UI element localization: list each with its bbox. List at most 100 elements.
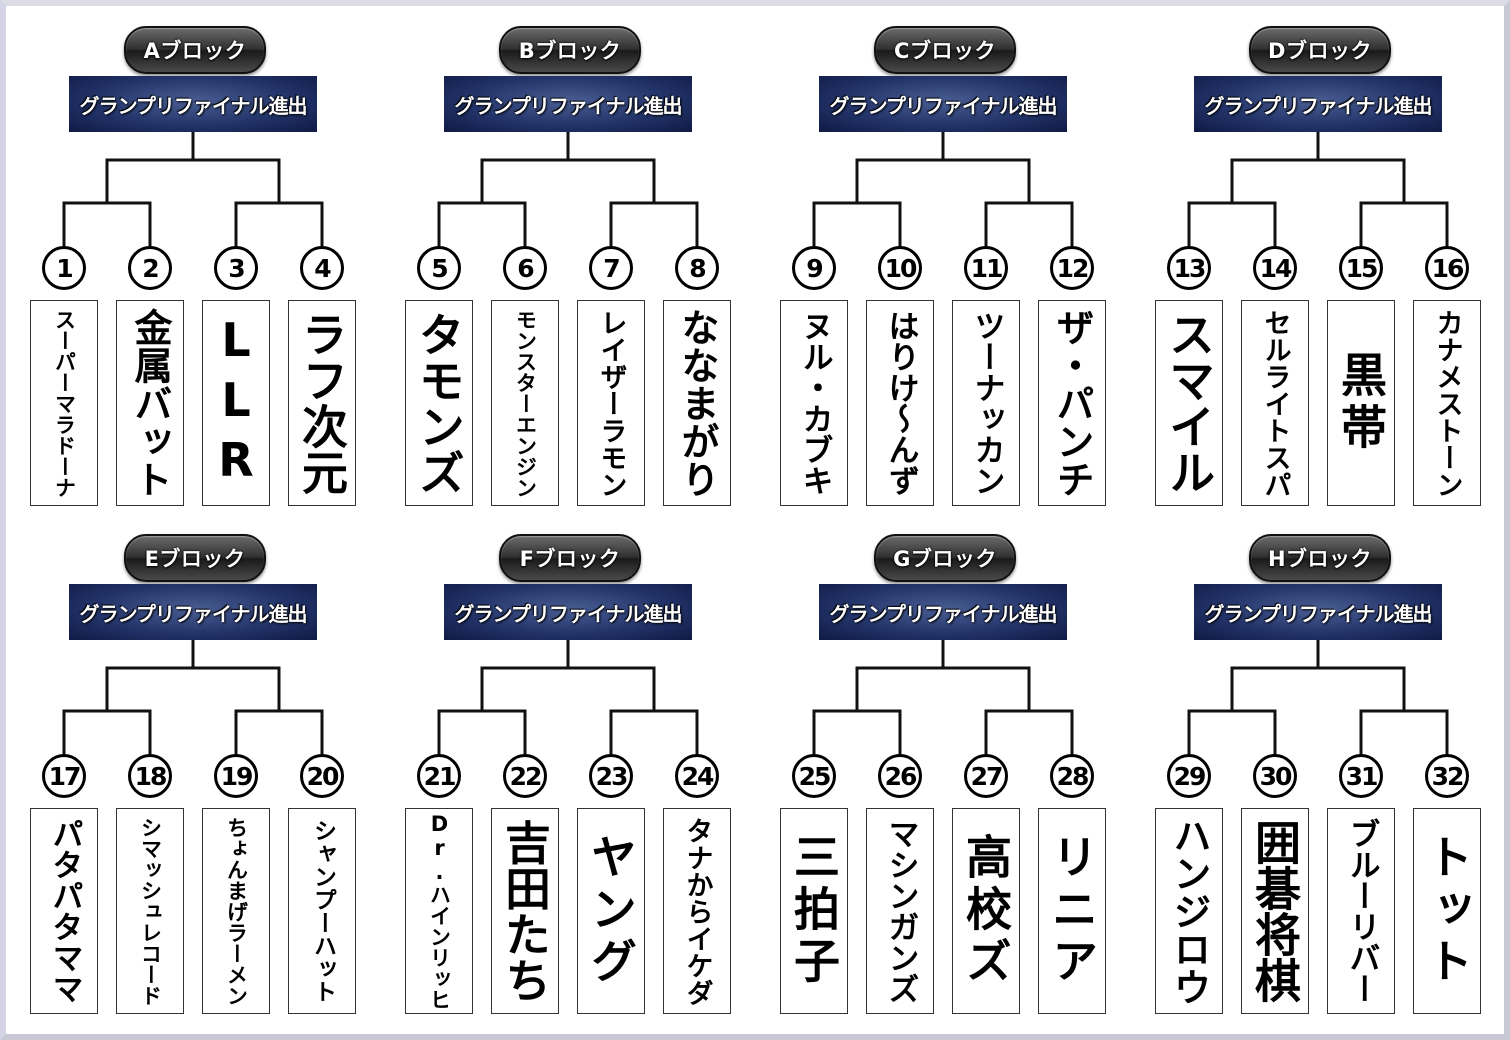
entry-name: 高校ズ (959, 833, 1013, 989)
entry-number-badge: 26 (878, 754, 922, 798)
entry-card: はりけ〜んず (866, 300, 934, 506)
entry-number-badge: 5 (417, 246, 461, 290)
entry-card: ザ・パンチ (1038, 300, 1106, 506)
grand-prix-final-banner: グランプリファイナル進出 (819, 76, 1067, 132)
block-label: Bブロック (499, 26, 641, 74)
entry-card: リニア (1038, 808, 1106, 1014)
entry-number-badge: 4 (300, 246, 344, 290)
entry-name: タナからイケダ (681, 816, 713, 1006)
grand-prix-final-banner: グランプリファイナル進出 (69, 584, 317, 640)
entry-card: シマッシュレコード (116, 808, 184, 1014)
entry-number-badge: 3 (214, 246, 258, 290)
block-label: Gブロック (874, 534, 1016, 582)
entry-number-badge: 16 (1425, 246, 1469, 290)
entry-name: ななまがり (675, 308, 719, 498)
entry-number-badge: 25 (792, 754, 836, 798)
entry-number-badge: 23 (589, 754, 633, 798)
entry-number-badge: 31 (1339, 754, 1383, 798)
entry-card: モンスターエンジン (491, 300, 559, 506)
entry-name: ザ・パンチ (1050, 308, 1094, 498)
entry-card: 囲碁将棋 (1241, 808, 1309, 1014)
entry-card: タナからイケダ (663, 808, 731, 1014)
entry-name: スーパーマラドーナ (52, 308, 77, 498)
entry-name: ツーナッカン (968, 310, 1005, 496)
entry-card: トット (1413, 808, 1481, 1014)
grand-prix-final-banner: グランプリファイナル進出 (1194, 76, 1442, 132)
entry-name: 囲碁将棋 (1248, 819, 1302, 1003)
entry-name: ヌル・カブキ (796, 310, 833, 496)
entry-name: タモンズ (412, 311, 466, 495)
entry-name: ちょんまげラーメン (224, 816, 249, 1006)
entry-card: 高校ズ (952, 808, 1020, 1014)
block-label: Hブロック (1249, 534, 1391, 582)
entry-number-badge: 19 (214, 754, 258, 798)
entry-card: スマイル (1155, 300, 1223, 506)
entry-number-badge: 2 (128, 246, 172, 290)
entry-card: 三拍子 (780, 808, 848, 1014)
entry-card: ハンジロウ (1155, 808, 1223, 1014)
entry-number-badge: 1 (42, 246, 86, 290)
entry-name: Dr.ハインリッヒ (427, 812, 452, 1010)
entry-name: ラフ次元 (295, 311, 349, 495)
entry-name: シャンプーハット (309, 819, 336, 1003)
entry-card: セルライトスパ (1241, 300, 1309, 506)
entry-name: シマッシュレコード (138, 816, 163, 1006)
grand-prix-final-banner: グランプリファイナル進出 (819, 584, 1067, 640)
entry-name: 三拍子 (787, 833, 841, 989)
entry-name: ハンジロウ (1167, 816, 1211, 1006)
entry-card: Dr.ハインリッヒ (405, 808, 473, 1014)
block-label: Aブロック (124, 26, 266, 74)
entry-name: パタパタママ (46, 818, 83, 1004)
entry-card: ヤング (577, 808, 645, 1014)
entry-number-badge: 18 (128, 754, 172, 798)
block-label: Fブロック (499, 534, 641, 582)
entry-number-badge: 27 (964, 754, 1008, 798)
entry-card: スーパーマラドーナ (30, 300, 98, 506)
entry-name: モンスターエンジン (513, 308, 538, 498)
entry-number-badge: 22 (503, 754, 547, 798)
entry-number-badge: 32 (1425, 754, 1469, 798)
entry-name: レイザーラモン (595, 308, 627, 498)
entry-name: ブルーリバー (1343, 818, 1380, 1004)
entry-number-badge: 9 (792, 246, 836, 290)
entry-card: タモンズ (405, 300, 473, 506)
entry-card: ブルーリバー (1327, 808, 1395, 1014)
entry-number-badge: 28 (1050, 754, 1094, 798)
entry-card: ちょんまげラーメン (202, 808, 270, 1014)
entry-name: マシンガンズ (882, 818, 919, 1004)
entry-number-badge: 15 (1339, 246, 1383, 290)
entry-card: ツーナッカン (952, 300, 1020, 506)
entry-number-badge: 20 (300, 754, 344, 798)
entry-name: 黒帯 (1334, 351, 1388, 455)
entry-number-badge: 7 (589, 246, 633, 290)
entry-card: ヌル・カブキ (780, 300, 848, 506)
entry-name: はりけ〜んず (882, 310, 919, 496)
entry-name: LLR (209, 313, 263, 493)
entry-number-badge: 11 (964, 246, 1008, 290)
entry-name: トット (1420, 833, 1474, 989)
entry-number-badge: 21 (417, 754, 461, 798)
entry-number-badge: 10 (878, 246, 922, 290)
grand-prix-final-banner: グランプリファイナル進出 (444, 584, 692, 640)
entry-number-badge: 12 (1050, 246, 1094, 290)
entry-card: 金属バット (116, 300, 184, 506)
grand-prix-final-banner: グランプリファイナル進出 (1194, 584, 1442, 640)
entry-name: ヤング (584, 833, 638, 989)
grand-prix-final-banner: グランプリファイナル進出 (444, 76, 692, 132)
entry-card: ラフ次元 (288, 300, 356, 506)
entry-card: ななまがり (663, 300, 731, 506)
entry-card: カナメストーン (1413, 300, 1481, 506)
entry-name: セルライトスパ (1259, 308, 1291, 498)
entry-name: カナメストーン (1431, 308, 1463, 498)
entry-number-badge: 30 (1253, 754, 1297, 798)
entry-card: マシンガンズ (866, 808, 934, 1014)
entry-card: 吉田たち (491, 808, 559, 1014)
entry-card: レイザーラモン (577, 300, 645, 506)
entry-number-badge: 24 (675, 754, 719, 798)
grand-prix-final-banner: グランプリファイナル進出 (69, 76, 317, 132)
block-label: Cブロック (874, 26, 1016, 74)
entry-name: スマイル (1162, 311, 1216, 495)
block-label: Eブロック (124, 534, 266, 582)
